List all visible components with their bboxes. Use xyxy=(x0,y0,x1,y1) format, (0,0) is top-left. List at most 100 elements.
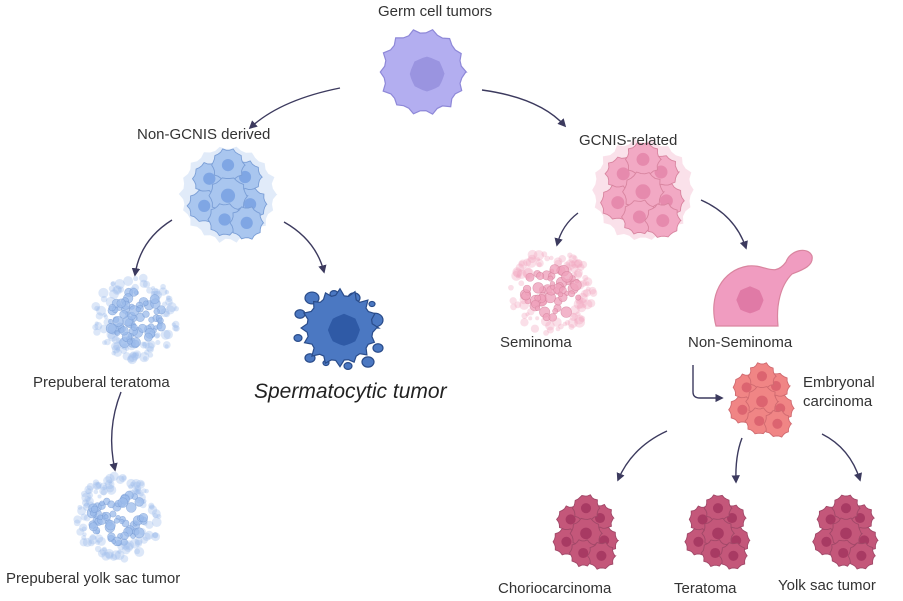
cell-seminoma-cell xyxy=(570,259,581,269)
cell-seminoma-cell xyxy=(527,254,537,264)
cell-prepuberal-ysc-cell xyxy=(108,481,113,486)
cell-prepuberal-teratoma-cell xyxy=(147,352,154,358)
cell-prepuberal-ysc-cell xyxy=(134,537,143,546)
cell-prepuberal-teratoma-cell xyxy=(165,298,173,306)
cell-prepuberal-teratoma-cell xyxy=(102,312,107,318)
cell-prepuberal-teratoma-cell xyxy=(96,305,107,316)
cell-teratoma-nucleus xyxy=(712,527,724,540)
cell-prepuberal-ysc-cell xyxy=(83,502,90,508)
cell-prepuberal-ysc-cell xyxy=(93,482,102,490)
cell-seminoma-cell xyxy=(585,286,591,292)
cell-prepuberal-ysc-cell xyxy=(99,486,108,496)
cell-prepuberal-teratoma-cell xyxy=(124,346,130,351)
cell-choriocarcinoma xyxy=(552,494,620,570)
cell-prepuberal-teratoma-cell xyxy=(143,332,153,342)
cell-spermatocytic-fragment xyxy=(372,343,384,353)
cell-prepuberal-ysc-cell xyxy=(138,527,146,536)
cell-seminoma-cell xyxy=(569,312,578,322)
cell-seminoma-cell xyxy=(568,290,575,298)
cell-gcnis-nucleus xyxy=(635,184,651,200)
cell-prepuberal-ysc-cell xyxy=(88,522,98,532)
cell-spermatocytic xyxy=(293,287,384,371)
cell-embryonal-nucleus xyxy=(741,382,752,393)
cell-prepuberal-ysc-cell xyxy=(133,481,141,489)
cell-prepuberal-ysc-cell xyxy=(103,476,113,486)
cell-prepuberal-ysc-cell xyxy=(145,520,154,529)
cell-prepuberal-teratoma-cell xyxy=(149,294,160,305)
cell-prepuberal-teratoma-cell xyxy=(130,323,138,331)
label-non-gcnis-derived: Non-GCNIS derived xyxy=(137,126,271,143)
cell-seminoma-cell xyxy=(546,326,554,334)
cell-choriocarcinoma-nucleus xyxy=(599,535,610,546)
cell-embryonal-nucleus xyxy=(756,371,768,382)
cell-prepuberal-teratoma-cell xyxy=(142,310,150,318)
cell-prepuberal-ysc-cell xyxy=(79,538,88,547)
cell-prepuberal-ysc-cell xyxy=(103,514,109,520)
cell-teratoma-nucleus xyxy=(693,536,704,547)
cell-prepuberal-ysc-cell xyxy=(151,509,161,519)
cell-choriocarcinoma-nucleus xyxy=(578,547,589,559)
cell-teratoma-nucleus xyxy=(726,512,738,524)
cell-yolk-sac-nucleus xyxy=(856,550,867,561)
cell-prepuberal-ysc-cell xyxy=(139,501,147,509)
cell-seminoma-cell xyxy=(513,268,523,278)
cell-prepuberal-teratoma-cell xyxy=(155,339,161,345)
cell-prepuberal-ysc-cell xyxy=(109,510,117,518)
cell-prepuberal-ysc-cell xyxy=(97,537,106,546)
arrow-root-to-gcnis xyxy=(481,89,567,128)
cell-prepuberal-ysc-cell xyxy=(88,535,98,545)
cell-embryonal-nucleus xyxy=(754,415,765,427)
cell-prepuberal-ysc-cell xyxy=(121,540,131,550)
cell-prepuberal-ysc-cell xyxy=(134,539,143,548)
cell-prepuberal-teratoma-cell xyxy=(120,347,128,354)
cell-prepuberal-teratoma-cell xyxy=(108,285,116,292)
cell-seminoma-cell xyxy=(527,308,535,316)
cell-seminoma-cell xyxy=(547,275,554,282)
cell-prepuberal-ysc-cell xyxy=(102,484,108,490)
cell-prepuberal-ysc-cell xyxy=(148,504,155,510)
cell-prepuberal-teratoma-cell xyxy=(127,354,138,365)
cell-prepuberal-ysc-cell xyxy=(148,502,155,509)
cell-prepuberal-teratoma-cell xyxy=(94,322,103,331)
cell-seminoma-cell xyxy=(518,259,528,269)
cell-yolk-sac-nucleus xyxy=(859,535,870,546)
cell-seminoma-cell xyxy=(532,282,544,294)
cell-prepuberal-ysc-cell xyxy=(120,531,129,540)
cell-prepuberal-ysc-cell xyxy=(92,481,101,490)
cell-seminoma-cell xyxy=(571,313,577,319)
cell-yolk-sac-nucleus xyxy=(825,514,836,525)
cell-prepuberal-ysc-cell xyxy=(101,551,111,561)
cell-prepuberal-ysc-cell xyxy=(130,533,136,539)
cell-seminoma-cell xyxy=(570,279,582,291)
cell-prepuberal-ysc-cell xyxy=(117,549,122,554)
cell-embryonal-nucleus xyxy=(775,403,786,414)
cell-prepuberal-teratoma-cell xyxy=(116,298,126,309)
cell-non-seminoma-nucleus xyxy=(736,286,764,314)
cell-prepuberal-teratoma-cell xyxy=(127,355,135,363)
cell-prepuberal-teratoma-cell xyxy=(154,332,161,338)
cell-teratoma-nucleus xyxy=(712,503,724,514)
cell-prepuberal-ysc-cell xyxy=(147,505,158,515)
arrow-non-gcnis-to-teratoma xyxy=(131,219,173,277)
cell-prepuberal-teratoma-cell xyxy=(129,287,139,297)
cell-seminoma xyxy=(508,249,598,336)
cell-gcnis-nucleus xyxy=(659,194,673,208)
cell-seminoma-cell xyxy=(574,259,583,268)
cell-prepuberal-ysc-cell xyxy=(95,481,103,489)
cell-seminoma-cell xyxy=(569,263,579,273)
cell-seminoma-cell xyxy=(523,258,532,267)
cell-seminoma-cell xyxy=(543,330,549,336)
cell-gcnis-nucleus xyxy=(656,214,670,228)
cell-seminoma-cell xyxy=(574,316,586,328)
cell-seminoma-cell xyxy=(582,288,591,297)
cell-prepuberal-teratoma-cell xyxy=(103,314,109,320)
cell-prepuberal-teratoma-cell xyxy=(172,320,180,329)
cell-prepuberal-teratoma-cell xyxy=(112,316,124,327)
cell-prepuberal-teratoma-cell xyxy=(95,312,103,320)
cell-prepuberal-ysc-cell xyxy=(129,538,140,549)
cell-yolk-sac-nucleus xyxy=(838,547,849,559)
cell-seminoma-cell xyxy=(562,321,568,327)
cell-prepuberal-ysc-cell xyxy=(141,488,147,494)
cell-prepuberal-ysc-cell xyxy=(119,519,125,525)
cell-prepuberal-teratoma-cell xyxy=(142,280,151,289)
